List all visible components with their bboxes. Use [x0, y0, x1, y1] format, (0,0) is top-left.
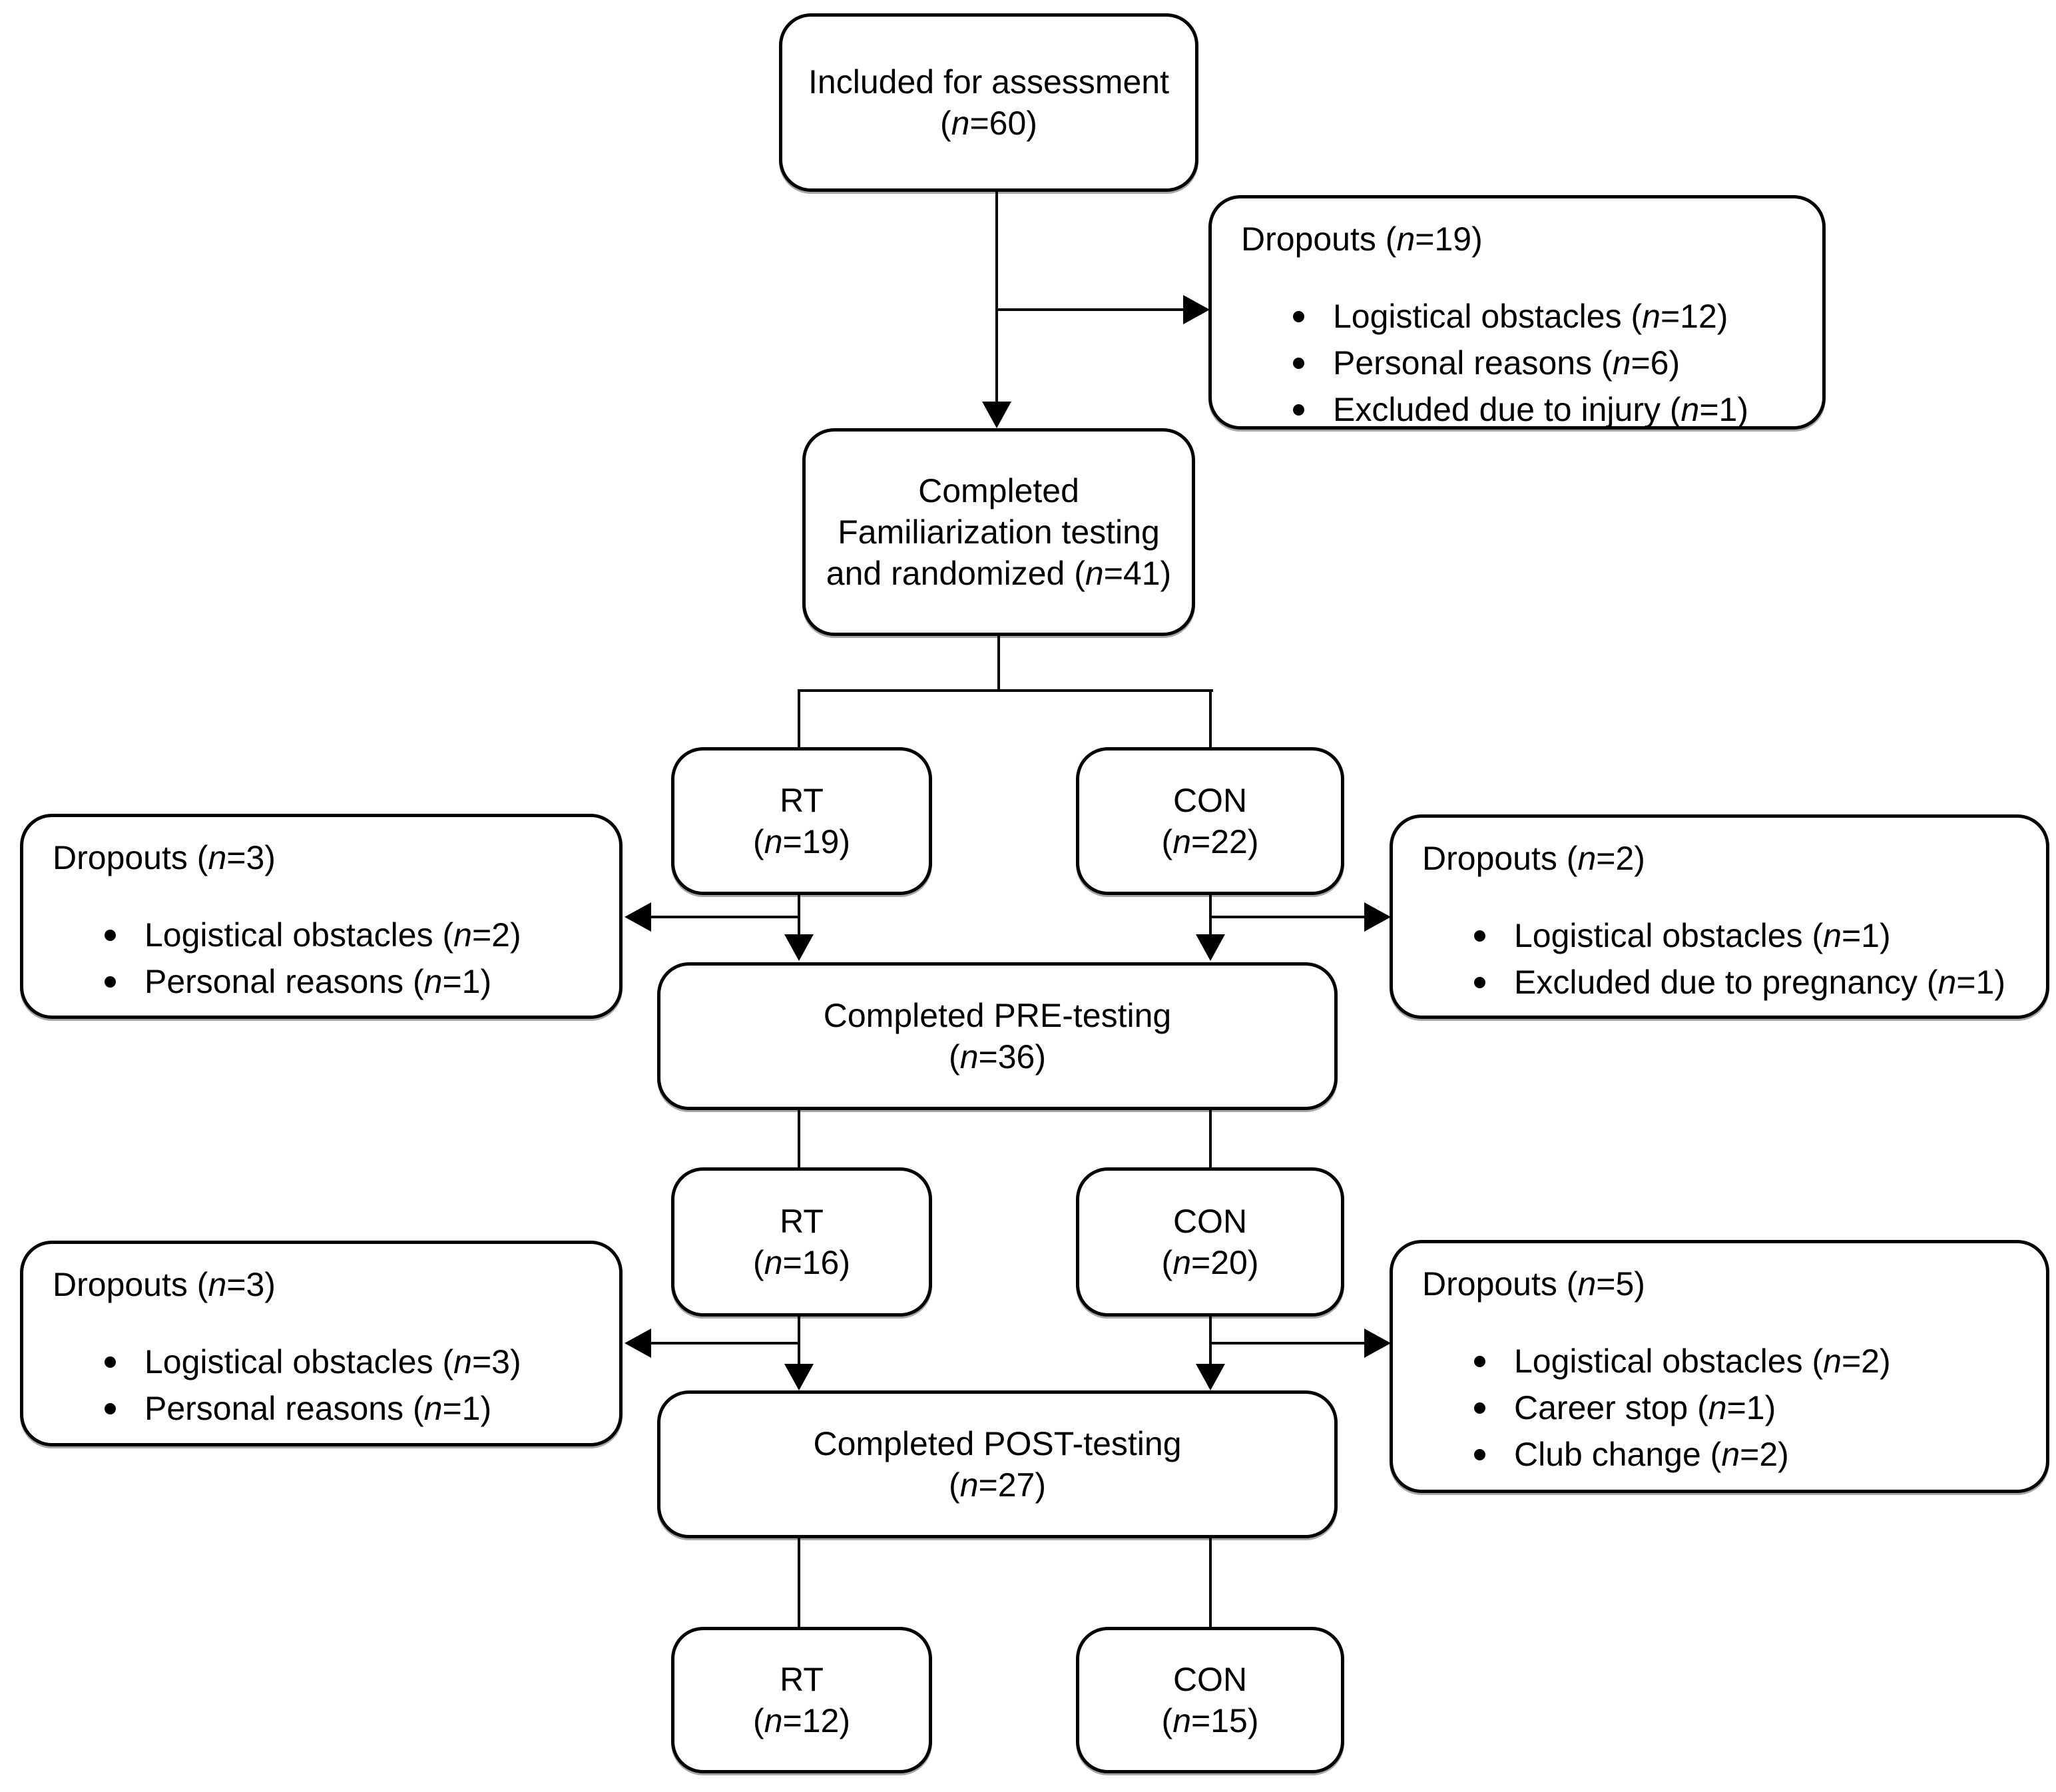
- list-item: Logistical obstacles (n=3): [105, 1339, 619, 1385]
- node-con3-box: CON (n=15): [1076, 1627, 1344, 1773]
- arrowhead-right-icon: [1183, 295, 1210, 324]
- node-rt3-box: RT (n=12): [671, 1627, 932, 1773]
- list-item: Excluded due to pregnancy (n=1): [1474, 959, 2046, 1006]
- arrowhead-right-icon: [1364, 902, 1391, 932]
- list-item: Career stop (n=1): [1474, 1384, 2046, 1431]
- connector-pre-to-rt2: [798, 1109, 800, 1169]
- node-rt2-label: RT (n=16): [753, 1203, 850, 1281]
- node-con2-box: CON (n=20): [1076, 1167, 1344, 1317]
- list-item: Club change (n=2): [1474, 1431, 2046, 1478]
- arrowhead-down-icon: [1196, 1364, 1225, 1390]
- list-item: Logistical obstacles (n=2): [105, 912, 619, 958]
- dropouts-title: Dropouts (n=5): [1422, 1265, 1645, 1303]
- bullet-dot-icon: [105, 1356, 116, 1368]
- connector-branch-left-dropouts-2: [651, 1342, 799, 1344]
- dropouts-list: Logistical obstacles (n=1) Excluded due …: [1393, 912, 2046, 1006]
- node-post-testing-label: Completed POST-testing (n=27): [813, 1425, 1182, 1504]
- connector-post-to-rt3: [798, 1537, 800, 1628]
- connector-split-to-rt1: [798, 689, 800, 748]
- bullet-dot-icon: [105, 929, 116, 941]
- connector-con1-to-pre: [1209, 894, 1212, 936]
- connector-randomization-split: [798, 689, 1213, 692]
- node-included-label: Included for assessment (n=60): [808, 63, 1169, 142]
- node-dropouts-left2-box: Dropouts (n=3) Logistical obstacles (n=3…: [20, 1241, 623, 1446]
- node-rt1-box: RT (n=19): [671, 747, 932, 895]
- dropouts-list: Logistical obstacles (n=2) Personal reas…: [23, 912, 619, 1005]
- arrowhead-down-icon: [982, 402, 1011, 428]
- node-dropouts-left1-box: Dropouts (n=3) Logistical obstacles (n=2…: [20, 814, 623, 1019]
- arrowhead-down-icon: [1196, 934, 1225, 961]
- node-included-box: Included for assessment (n=60): [779, 13, 1198, 192]
- arrowhead-down-icon: [784, 934, 814, 961]
- node-dropouts-right2-box: Dropouts (n=5) Logistical obstacles (n=2…: [1390, 1240, 2049, 1493]
- node-con1-label: CON (n=22): [1161, 782, 1259, 860]
- connector-rt1-to-pre: [798, 894, 800, 936]
- connector-familiarization-stem: [997, 635, 1000, 691]
- connector-rt2-to-post: [798, 1315, 800, 1364]
- node-pre-testing-box: Completed PRE-testing (n=36): [657, 962, 1338, 1110]
- list-item: Logistical obstacles (n=2): [1474, 1338, 2046, 1384]
- connector-branch-top-dropouts: [995, 308, 1183, 311]
- dropouts-list: Logistical obstacles (n=3) Personal reas…: [23, 1339, 619, 1432]
- dropouts-list: Logistical obstacles (n=12) Personal rea…: [1212, 293, 1822, 433]
- connector-con2-to-post: [1209, 1315, 1212, 1364]
- bullet-dot-icon: [1474, 1402, 1485, 1414]
- bullet-dot-icon: [1474, 930, 1485, 942]
- node-rt3-label: RT (n=12): [753, 1661, 850, 1739]
- list-item: Logistical obstacles (n=1): [1474, 912, 2046, 959]
- arrowhead-left-icon: [625, 902, 651, 932]
- node-dropouts-top-box: Dropouts (n=19) Logistical obstacles (n=…: [1208, 195, 1826, 430]
- connector-pre-to-con2: [1209, 1109, 1212, 1169]
- node-con1-box: CON (n=22): [1076, 747, 1344, 895]
- bullet-dot-icon: [1293, 404, 1304, 416]
- node-pre-testing-label: Completed PRE-testing (n=36): [823, 997, 1172, 1075]
- list-item: Personal reasons (n=6): [1293, 340, 1822, 386]
- bullet-dot-icon: [1474, 1448, 1485, 1460]
- dropouts-list: Logistical obstacles (n=2) Career stop (…: [1393, 1338, 2046, 1478]
- connector-branch-left-dropouts-1: [651, 916, 799, 918]
- bullet-dot-icon: [1474, 976, 1485, 988]
- node-dropouts-right1-box: Dropouts (n=2) Logistical obstacles (n=1…: [1390, 814, 2049, 1019]
- connector-split-to-con1: [1209, 689, 1212, 748]
- list-item: Personal reasons (n=1): [105, 958, 619, 1005]
- dropouts-title: Dropouts (n=19): [1241, 220, 1483, 258]
- bullet-dot-icon: [105, 1402, 116, 1414]
- dropouts-title: Dropouts (n=3): [53, 1266, 276, 1303]
- node-familiarization-box: Completed Familiarization testing and ra…: [802, 428, 1195, 636]
- connector-branch-right-dropouts-2: [1210, 1342, 1364, 1344]
- arrowhead-right-icon: [1364, 1329, 1391, 1358]
- node-con3-label: CON (n=15): [1161, 1661, 1259, 1739]
- node-con2-label: CON (n=20): [1161, 1203, 1259, 1281]
- bullet-dot-icon: [105, 976, 116, 988]
- list-item: Excluded due to injury (n=1): [1293, 386, 1822, 433]
- bullet-dot-icon: [1293, 357, 1304, 369]
- node-post-testing-box: Completed POST-testing (n=27): [657, 1390, 1338, 1538]
- bullet-dot-icon: [1474, 1355, 1485, 1367]
- dropouts-title: Dropouts (n=3): [53, 839, 276, 876]
- list-item: Logistical obstacles (n=12): [1293, 293, 1822, 340]
- connector-included-to-familiarization: [995, 192, 998, 403]
- node-rt2-box: RT (n=16): [671, 1167, 932, 1317]
- dropouts-title: Dropouts (n=2): [1422, 840, 1645, 877]
- bullet-dot-icon: [1293, 310, 1304, 322]
- node-familiarization-label: Completed Familiarization testing and ra…: [826, 472, 1172, 592]
- arrowhead-left-icon: [625, 1329, 651, 1358]
- connector-post-to-con3: [1209, 1537, 1212, 1628]
- arrowhead-down-icon: [784, 1364, 814, 1390]
- connector-branch-right-dropouts-1: [1210, 916, 1364, 918]
- list-item: Personal reasons (n=1): [105, 1385, 619, 1432]
- node-rt1-label: RT (n=19): [753, 782, 850, 860]
